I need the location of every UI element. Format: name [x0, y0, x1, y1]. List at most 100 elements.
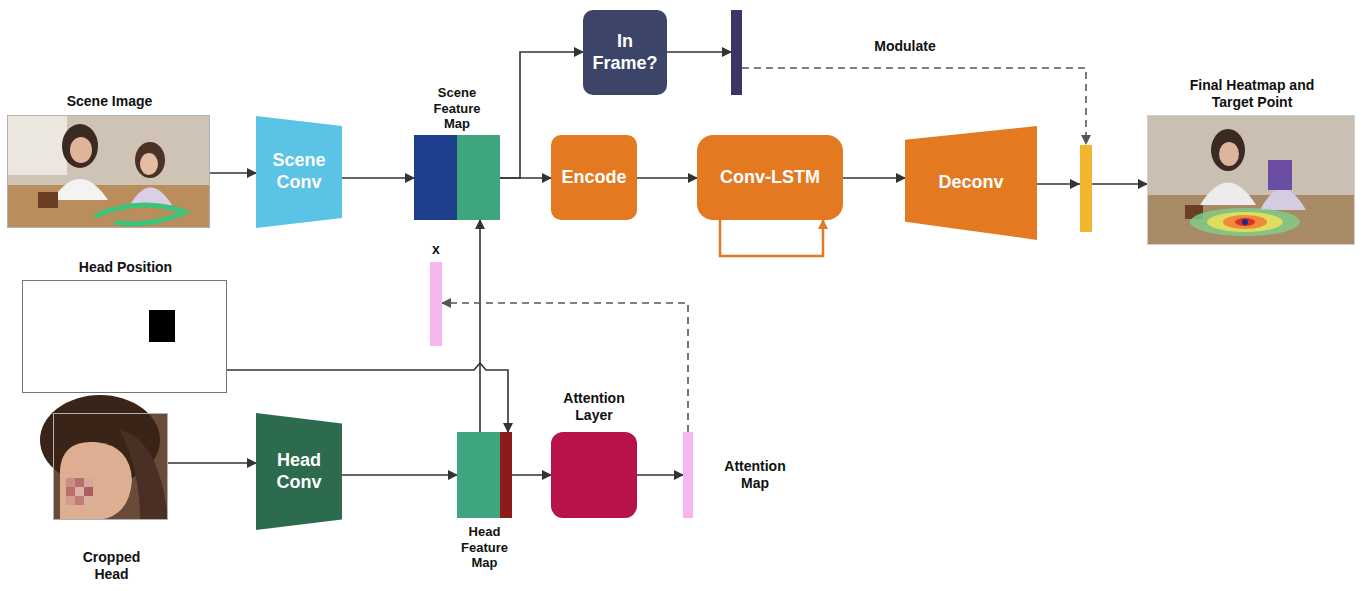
photo-shirt: [52, 179, 108, 200]
connector-line: [637, 474, 683, 476]
output-photo: [1147, 115, 1355, 245]
encoder-box: Encode: [551, 135, 637, 220]
heatmap-blob: [1223, 215, 1267, 229]
feature-part: [457, 135, 500, 220]
text-holder: Scene Conv: [256, 116, 342, 228]
photo-shirt: [1260, 189, 1306, 210]
heading-label: Attention Map: [715, 458, 795, 492]
heading-holder: Head Feature Map: [454, 524, 516, 571]
photo-box: [38, 192, 58, 208]
block-label: Scene Conv: [264, 150, 334, 193]
feature-map: Head Feature Map: [457, 432, 512, 518]
heading-holder: Attention Layer: [549, 390, 639, 424]
conv-block: Head Conv: [256, 413, 342, 530]
trapezoid-fill: [905, 126, 1037, 240]
connector-line: [720, 220, 823, 256]
heatmap-blob: [1207, 212, 1283, 232]
attention-map: Attention Map: [683, 432, 693, 518]
feature-part: [414, 135, 457, 220]
heading-holder: x: [421, 241, 451, 258]
connector: [342, 475, 457, 476]
photo-window: [7, 115, 67, 175]
photo-mosaic: [75, 487, 84, 496]
photo-hair: [120, 430, 168, 520]
text-holder: Deconv: [905, 126, 1037, 240]
block-label: Conv-LSTM: [720, 167, 820, 189]
connector: [843, 178, 905, 179]
feature-part: [500, 432, 512, 518]
connector-line: [342, 474, 457, 476]
photo-shirt: [1200, 183, 1256, 206]
scene-image: Scene Image: [7, 115, 210, 228]
connector: [637, 475, 683, 476]
photo-hair: [1211, 129, 1245, 171]
photo-face: [1219, 142, 1239, 166]
block-label: Encode: [561, 167, 626, 189]
block-label: Deconv: [938, 172, 1003, 194]
head-location-mark: [149, 310, 175, 342]
photo-mosaic: [75, 478, 84, 487]
connector: [442, 303, 688, 432]
heading-label: Attention Layer: [549, 390, 639, 424]
conv-block: Scene Conv: [256, 116, 342, 228]
connector: [342, 178, 414, 179]
text-holder: Encode: [551, 135, 637, 220]
connector-line: [637, 177, 697, 179]
heading-holder: Cropped Head: [72, 549, 152, 583]
classifier-box: In Frame?: [583, 10, 667, 95]
arrow-head: [1070, 179, 1080, 189]
heading-label: Scene Feature Map: [426, 85, 488, 132]
photo-mosaic: [66, 496, 75, 505]
heatmap-vector: [1080, 145, 1092, 232]
connector: [500, 178, 551, 179]
heatmap-blob: [1190, 208, 1300, 236]
feature-part: [457, 432, 500, 518]
connector-line: [500, 177, 551, 179]
photo-hair: [62, 124, 98, 168]
photo-game: [95, 205, 185, 224]
connector-line: [512, 474, 551, 476]
heading-holder: Scene Feature Map: [426, 85, 488, 132]
photo-mosaic: [84, 478, 93, 487]
heading-label: Final Heatmap and Target Point: [1172, 77, 1332, 111]
photo-face: [140, 153, 158, 175]
trapezoid-fill: [256, 116, 342, 228]
heading-holder: Head Position: [46, 259, 206, 276]
output-image: Final Heatmap and Target Point: [1147, 115, 1355, 245]
photo-shirt: [130, 188, 172, 206]
photo-wall: [7, 115, 210, 228]
edge-label: Modulate: [874, 38, 935, 54]
heading-label: Cropped Head: [72, 549, 152, 583]
connector: [512, 475, 551, 476]
photo-table: [7, 185, 210, 228]
connector-line: [210, 172, 256, 174]
trapezoid-fill: [256, 413, 342, 530]
target-point: [1242, 219, 1248, 225]
connector: [720, 220, 823, 256]
feature-map: Scene Feature Map: [414, 135, 500, 220]
heading-label: Head Position: [46, 259, 206, 276]
head-photo: [40, 395, 168, 520]
block-label: Head Conv: [264, 450, 334, 493]
heading-holder: Scene Image: [30, 93, 190, 110]
photo-mosaic: [66, 487, 75, 496]
dashed-connector: [442, 303, 688, 432]
deconv-block: Deconv: [905, 126, 1037, 240]
heatmap-blob: [1235, 218, 1255, 226]
head-position-map: Head Position: [22, 280, 227, 393]
heading-label: Head Feature Map: [454, 524, 516, 571]
text-holder: In Frame?: [583, 10, 667, 95]
cropped-head-image: Cropped Head: [53, 413, 168, 520]
text-holder: Conv-LSTM: [697, 135, 843, 220]
connector: [480, 220, 481, 432]
photo-hair: [135, 142, 165, 178]
block-label: In Frame?: [591, 31, 659, 74]
photo-mosaic: [84, 487, 93, 496]
connector-line: [168, 462, 256, 464]
heading-label: Scene Image: [30, 93, 190, 110]
attention-vector: x: [430, 262, 442, 346]
photo-mosaic: [66, 478, 75, 487]
photo-face: [70, 137, 92, 163]
connector-line: [342, 177, 414, 179]
frame-vector: [731, 10, 742, 95]
